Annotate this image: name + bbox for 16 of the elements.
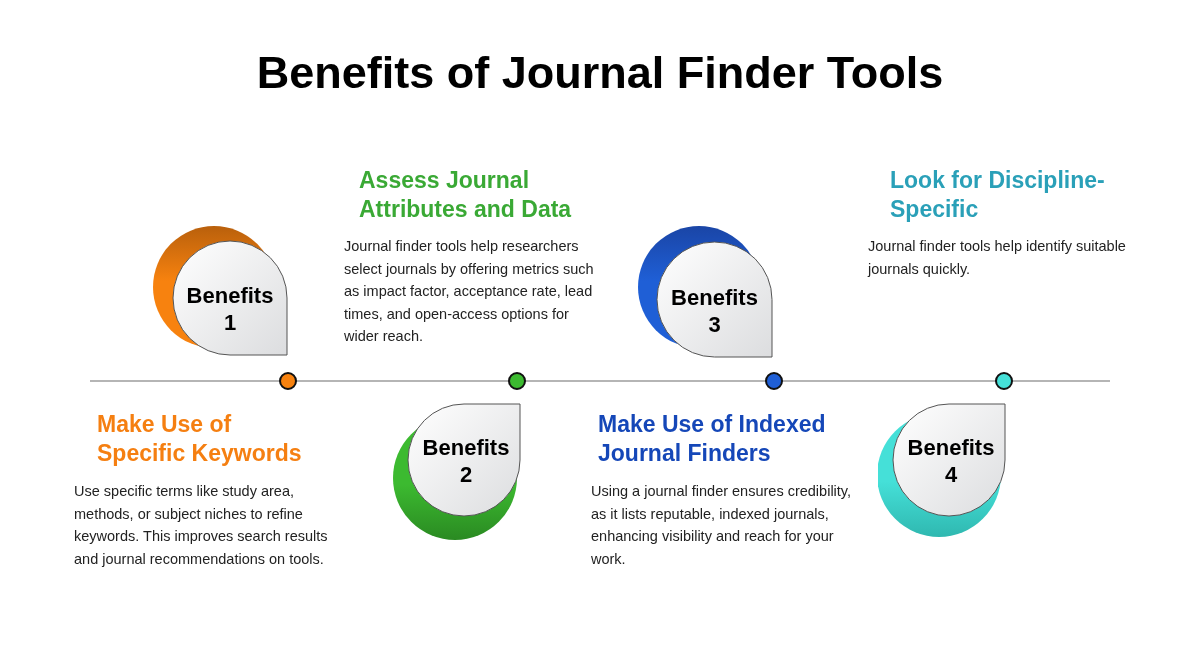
benefit-label: Benefits 1 (185, 282, 275, 336)
benefit-label: Benefits 4 (906, 434, 996, 488)
heading: Assess Journal Attributes and Data (359, 166, 573, 224)
teardrop-badge (638, 225, 775, 358)
heading: Look for Discipline-Specific (890, 166, 1106, 224)
benefit-label: Benefits 2 (421, 434, 511, 488)
heading: Make Use of Indexed Journal Finders (598, 410, 827, 468)
title: Benefits of Journal Finder Tools (255, 46, 945, 100)
benefit-label: Benefits 3 (670, 283, 759, 338)
description: Journal finder tools help researchers select journals by offering metrics such as impact factor, acceptance rate, lead times, and open-access options for wider reach. (344, 237, 595, 346)
description: Journal finder tools help identify suitable journals quickly. (868, 237, 1127, 279)
heading: Make Use of Specific Keywords (97, 410, 303, 468)
description: Use specific terms like study area, methods, or subject niches to refine keywords. This improves search results and journal recommendations on tools. (74, 482, 329, 569)
teardrop-badge (153, 225, 290, 358)
description: Using a journal finder ensures credibility, as it lists reputable, indexed journals, enhancing visibility and reach for your work. (591, 482, 853, 569)
teardrop-badge (393, 403, 523, 543)
